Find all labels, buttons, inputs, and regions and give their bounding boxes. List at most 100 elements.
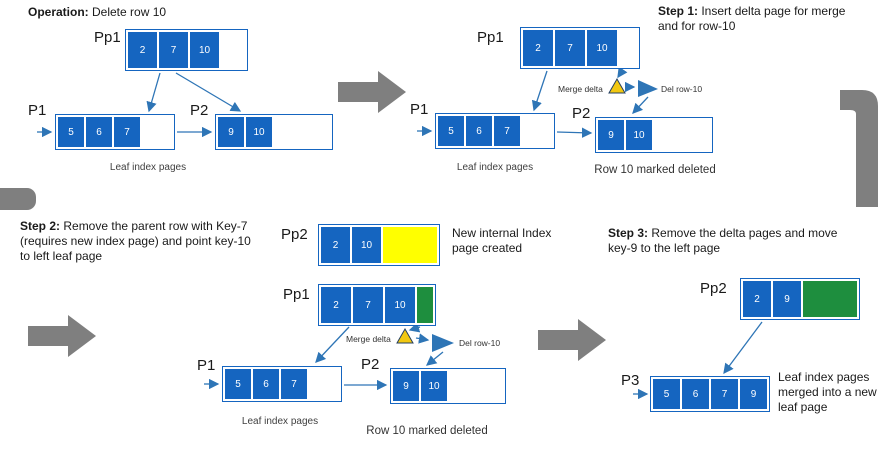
page-cell: 2 [128,32,157,68]
page-cell: 7 [494,116,520,146]
page-cell: 6 [86,117,112,147]
new-internal-index-note: New internal Index page created [452,226,552,255]
step2-title-bold: Step 2: [20,219,61,233]
step1-title-bold: Step 1: [658,4,699,18]
step3-title-text: Remove the delta pages and move key-9 to… [608,226,838,255]
page-label-p1: P1 [197,357,216,374]
merge-delta-triangle-icon [608,77,626,94]
arrow-pp1-to-p1 [315,326,350,363]
page-cell: 9 [773,281,801,317]
page-p1-operation: 5 6 7 [55,114,175,150]
page-cell-empty [274,117,330,147]
page-cell: 7 [114,117,140,147]
page-cell: 9 [740,379,767,409]
page-cell: 5 [225,369,251,399]
page-p2-operation: 9 10 [215,114,333,150]
page-cell: 10 [626,120,652,150]
flow-wrap-right-icon [840,90,878,207]
page-cell: 10 [385,287,415,323]
arrow-pp2-to-p3 [723,321,763,375]
page-cell: 7 [711,379,738,409]
page-cell: 7 [555,30,585,66]
page-cell-new-green [417,287,433,323]
page-cell: 7 [159,32,188,68]
flow-arrow-step2-icon [28,315,96,357]
page-cell: 2 [523,30,553,66]
page-p2-step2: 9 10 [390,368,506,404]
page-p1-step2: 5 6 7 [222,366,342,402]
page-cell: 2 [321,287,351,323]
row10-marked-deleted-label: Row 10 marked deleted [594,164,716,176]
merge-delta-label: Merge delta [346,334,391,344]
merged-leaf-note: Leaf index pages merged into a new leaf … [778,370,877,414]
flow-arrow-step1-icon [338,71,406,113]
page-cell-empty [142,117,172,147]
step3-title-bold: Step 3: [608,226,649,240]
page-cell: 5 [58,117,84,147]
page-label-p2: P2 [572,105,591,122]
page-cell: 2 [321,227,350,263]
page-pp1-step2: 2 7 10 [318,284,436,326]
page-label-p3: P3 [621,372,640,389]
arrow-del-delta-to-p2 [632,96,649,114]
page-p3-step3: 5 6 7 9 [650,376,770,412]
step3-title: Step 3: Remove the delta pages and move … [608,226,838,256]
page-label-p1: P1 [28,102,47,119]
page-cell: 10 [421,371,447,401]
del-row10-triangle-icon [638,80,658,97]
del-row10-label: Del row-10 [459,338,501,348]
page-cell: 9 [393,371,419,401]
page-cell: 5 [438,116,464,146]
page-p1-step1: 5 6 7 [435,113,555,149]
page-label-pp1: Pp1 [477,29,504,46]
arrow-pp1-to-merge-delta [408,322,421,333]
page-cell: 6 [682,379,709,409]
page-cell: 10 [190,32,219,68]
operation-title-text: Delete row 10 [88,5,167,19]
page-cell: 7 [353,287,383,323]
page-label-p2: P2 [361,356,380,373]
leaf-index-pages-label: Leaf index pages [241,416,319,427]
leaf-index-pages-label: Leaf index pages [109,162,187,173]
operation-title: Operation: Delete row 10 [28,5,248,20]
operation-title-bold: Operation: [28,5,89,19]
del-row10-label: Del row-10 [661,84,703,94]
page-cell-new-yellow [383,227,437,263]
page-cell: 10 [352,227,381,263]
step1-title-text: Insert delta page for merge and for row-… [658,4,846,33]
page-cell: 2 [743,281,771,317]
page-cell: 10 [587,30,617,66]
page-cell: 6 [253,369,279,399]
page-pp2-step2: 2 10 [318,224,440,266]
page-pp1-operation: 2 7 10 [125,29,248,71]
page-label-pp2: Pp2 [281,226,308,243]
page-pp2-step3: 2 9 [740,278,860,320]
page-pp1-step1: 2 7 10 [520,27,640,69]
page-p2-step1: 9 10 [595,117,713,153]
arrow-p1-to-p2 [556,127,593,138]
page-cell: 5 [653,379,680,409]
page-cell-empty [221,32,245,68]
page-cell-new-green [803,281,857,317]
page-cell-empty [619,30,637,66]
arrow-del-delta-to-p2 [425,351,444,366]
del-row10-triangle-icon [432,334,454,352]
merge-delta-label: Merge delta [558,84,603,94]
leaf-index-pages-label: Leaf index pages [456,162,534,173]
page-label-p2: P2 [190,102,209,119]
arrow-pp1-to-p1 [146,72,161,113]
merge-delta-triangle-icon [396,327,414,344]
flow-wrap-left-icon [0,188,36,210]
page-cell: 10 [246,117,272,147]
page-label-pp1: Pp1 [283,286,310,303]
page-label-pp2: Pp2 [700,280,727,297]
row10-marked-deleted-label: Row 10 marked deleted [366,425,488,437]
page-label-pp1: Pp1 [94,29,121,46]
step2-title: Step 2: Remove the parent row with Key-7… [20,219,258,264]
flow-arrow-step3-icon [538,319,606,361]
page-cell-empty [654,120,710,150]
page-cell-empty [449,371,503,401]
arrow-pp1-to-merge-delta [617,66,628,79]
page-cell-empty [522,116,552,146]
